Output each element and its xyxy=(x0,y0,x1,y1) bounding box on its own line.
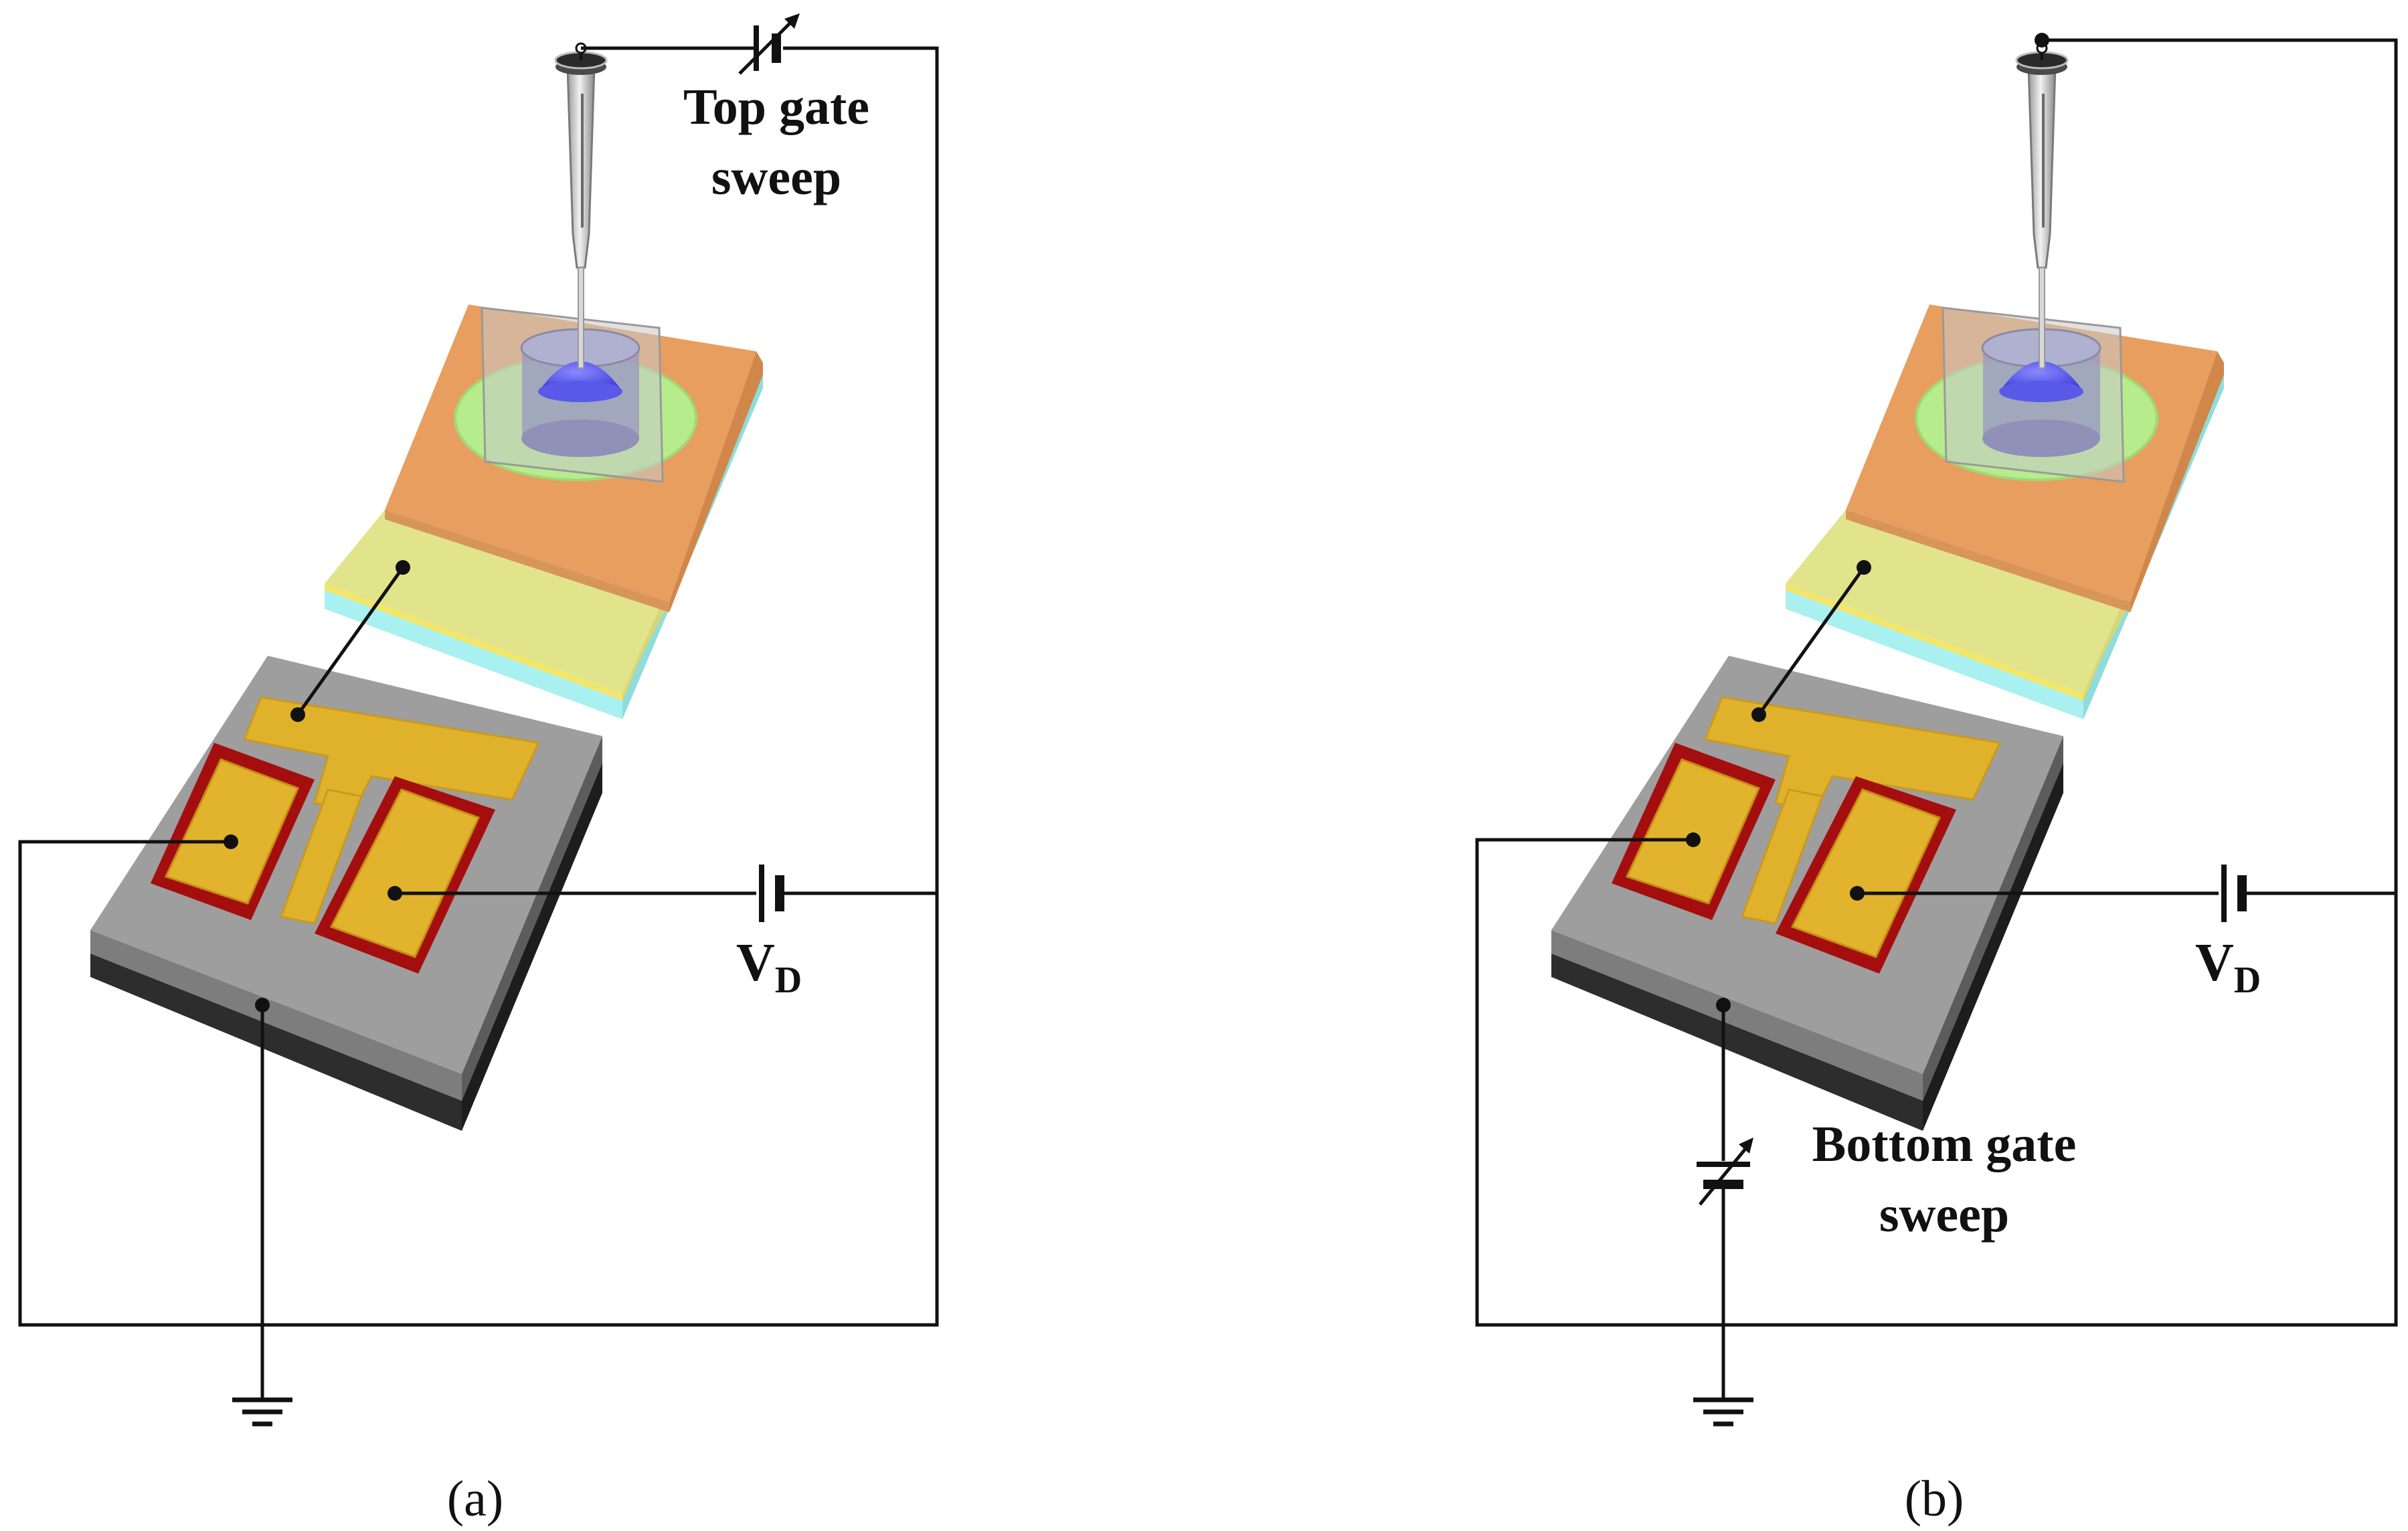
sweep-label-line2: sweep xyxy=(1879,1186,2009,1243)
sweep-label-line1: Bottom gate xyxy=(1812,1116,2077,1172)
top-gate-variable-source xyxy=(738,13,800,75)
circuit-wire-b xyxy=(1475,38,2398,1327)
bottom-gate-variable-source xyxy=(1697,1138,1753,1206)
device-a xyxy=(90,43,763,1131)
vd-battery-a xyxy=(759,865,784,922)
sweep-label-line1: Top gate xyxy=(683,79,869,135)
panel-caption: (a) xyxy=(447,1471,503,1527)
device-b xyxy=(1551,43,2224,1131)
panel-a: Top gate sweep VD (a) xyxy=(18,13,939,1527)
circuit-wire-a xyxy=(18,46,939,1327)
ground-symbol-a xyxy=(232,1400,292,1424)
panel-caption: (b) xyxy=(1905,1471,1964,1527)
ground-symbol-b xyxy=(1693,1400,1753,1424)
vd-battery-b xyxy=(2221,865,2247,922)
vd-label: VD xyxy=(2195,933,2261,1001)
sweep-label-line2: sweep xyxy=(711,149,841,205)
vd-label: VD xyxy=(736,933,802,1001)
panel-b: VD Bottom gate sweep (b) xyxy=(1475,33,2398,1527)
